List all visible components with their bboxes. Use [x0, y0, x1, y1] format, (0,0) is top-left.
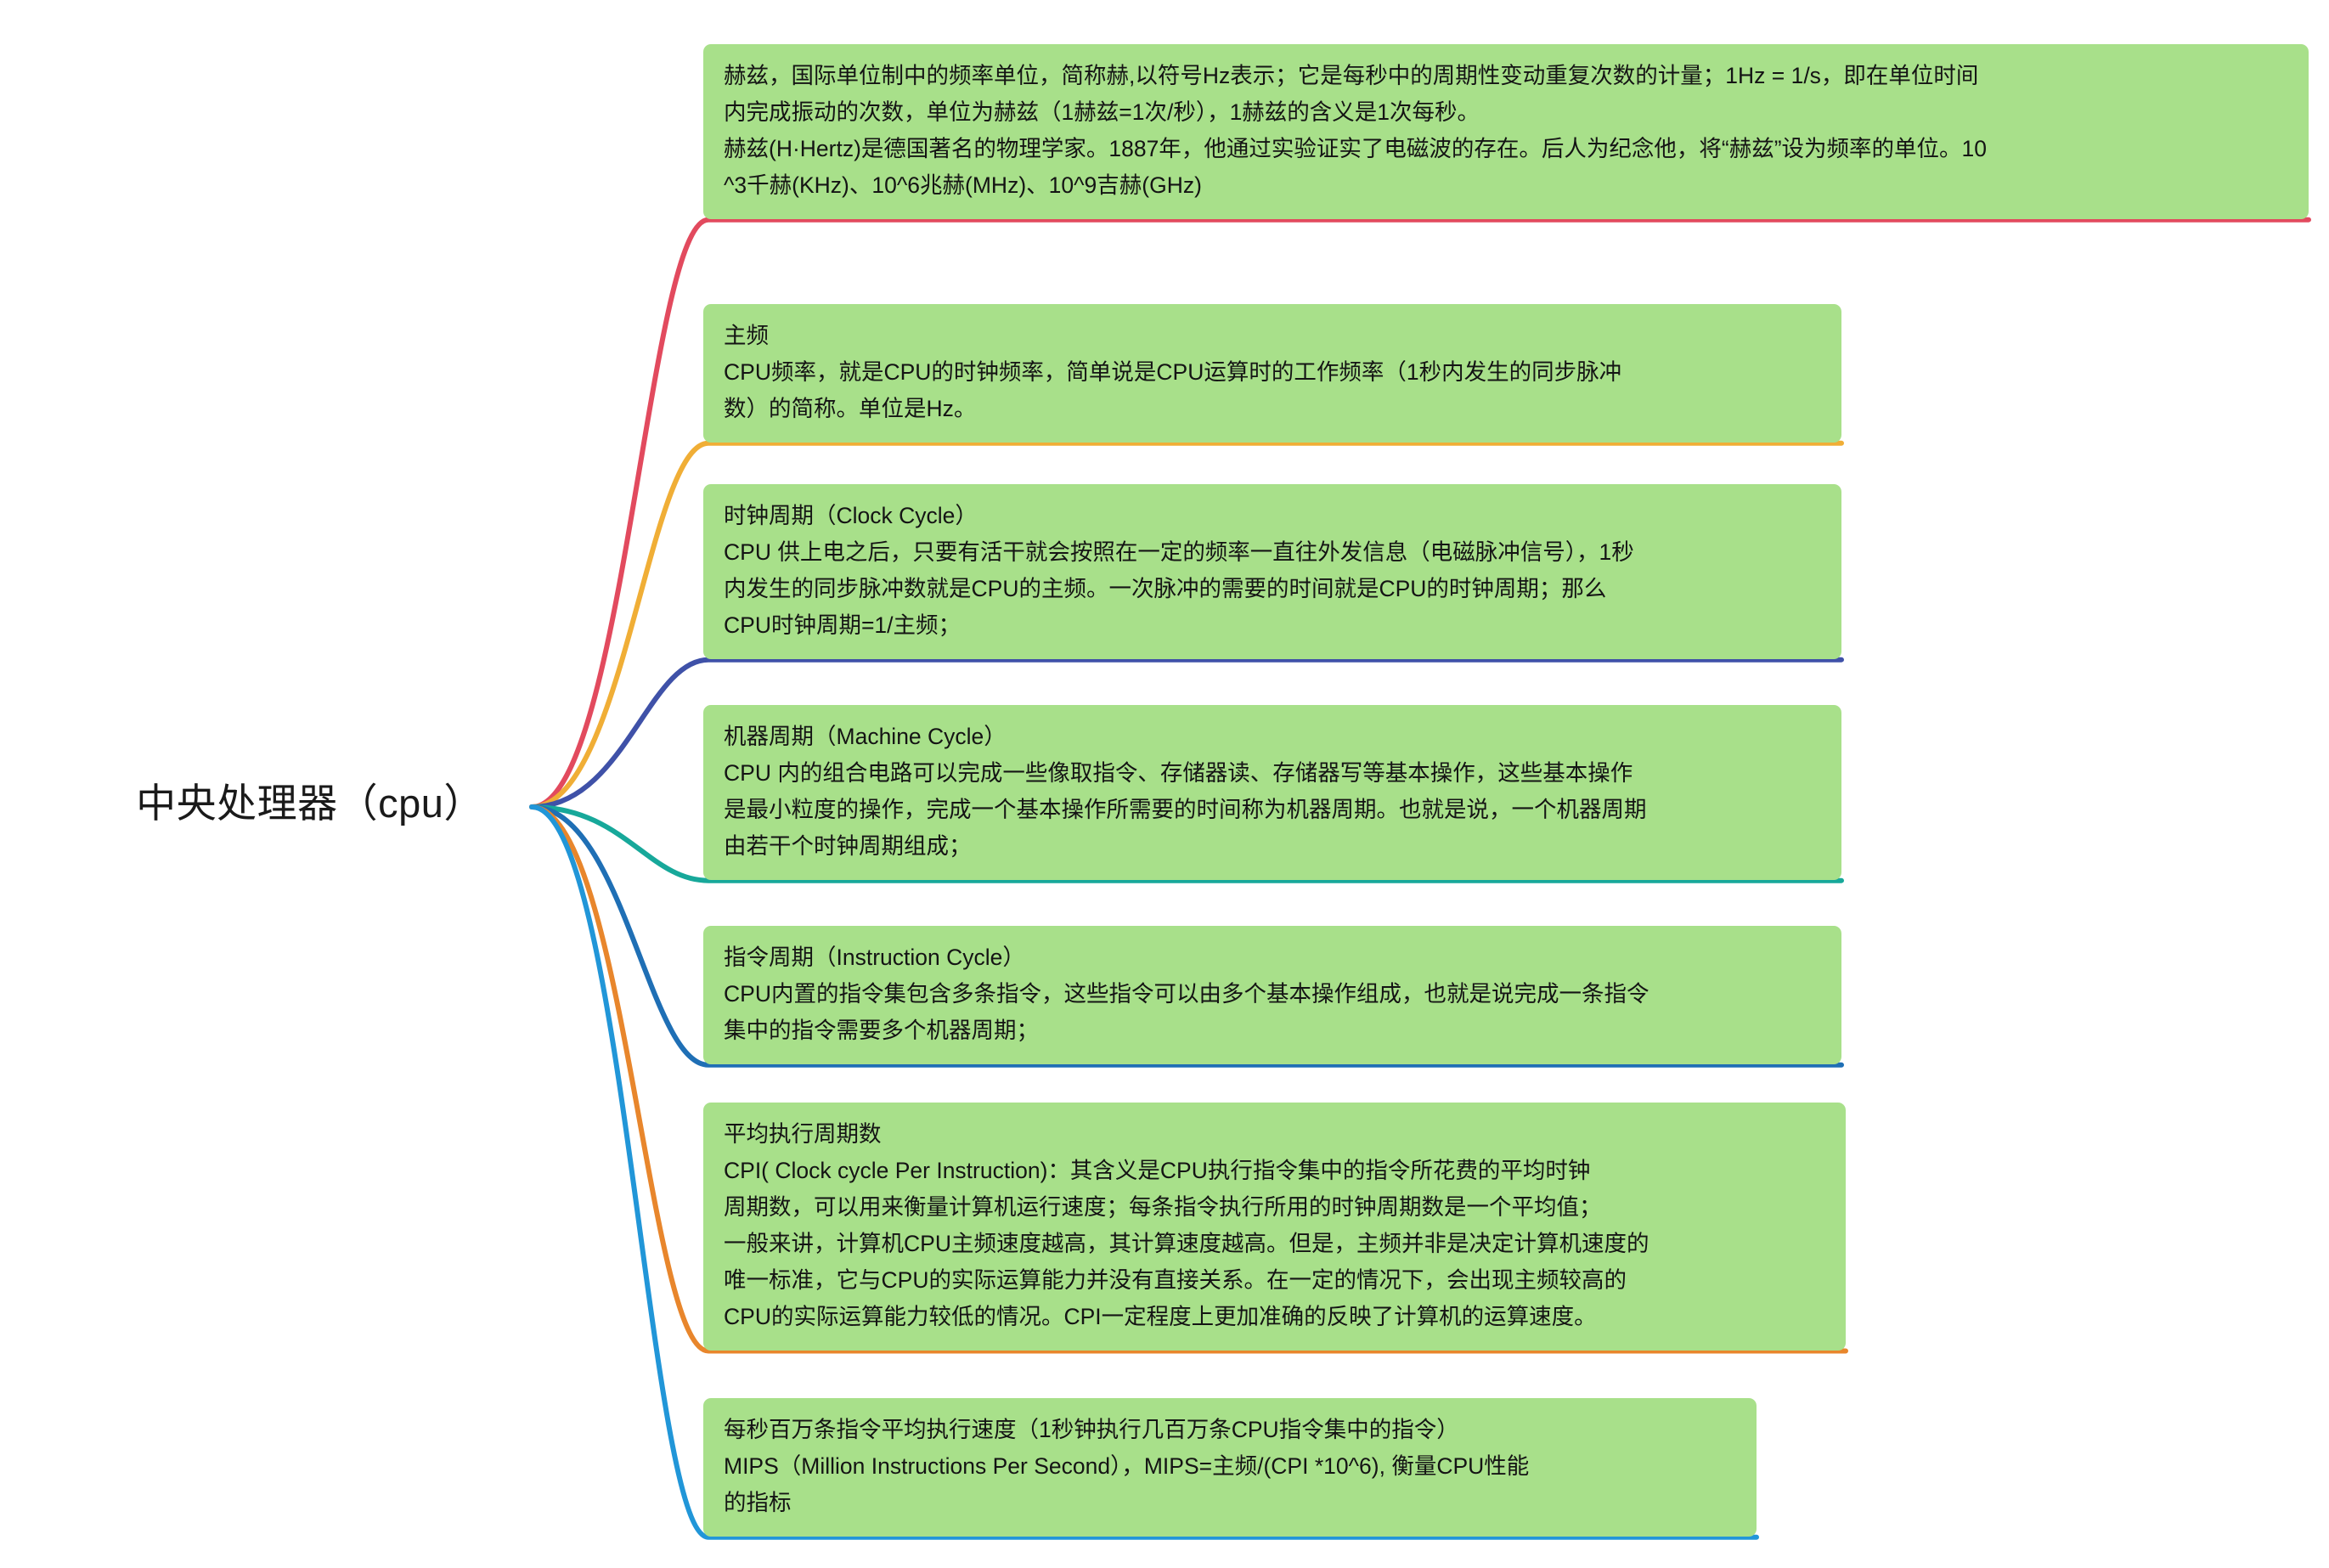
topic-node-cpi[interactable]: 平均执行周期数 CPI( Clock cycle Per Instruction…: [703, 1103, 1846, 1351]
topic-text: 机器周期（Machine Cycle） CPU 内的组合电路可以完成一些像取指令…: [724, 724, 1647, 859]
topic-node-instruction-cycle[interactable]: 指令周期（Instruction Cycle） CPU内置的指令集包含多条指令，…: [703, 926, 1841, 1064]
topic-node-machine-cycle[interactable]: 机器周期（Machine Cycle） CPU 内的组合电路可以完成一些像取指令…: [703, 705, 1841, 880]
topic-text: 主频 CPU频率，就是CPU的时钟频率，简单说是CPU运算时的工作频率（1秒内发…: [724, 323, 1622, 421]
root-node[interactable]: 中央处理器（cpu）: [136, 781, 484, 826]
topic-node-clock-cycle[interactable]: 时钟周期（Clock Cycle） CPU 供上电之后，只要有活干就会按照在一定…: [703, 484, 1841, 659]
topic-node-hertz[interactable]: 赫兹，国际单位制中的频率单位，简称赫,以符号Hz表示；它是每秒中的周期性变动重复…: [703, 44, 2309, 219]
topic-node-main-frequency[interactable]: 主频 CPU频率，就是CPU的时钟频率，简单说是CPU运算时的工作频率（1秒内发…: [703, 304, 1841, 443]
topic-text: 每秒百万条指令平均执行速度（1秒钟执行几百万条CPU指令集中的指令） MIPS（…: [724, 1417, 1530, 1515]
topic-text: 平均执行周期数 CPI( Clock cycle Per Instruction…: [724, 1121, 1649, 1329]
topic-node-mips[interactable]: 每秒百万条指令平均执行速度（1秒钟执行几百万条CPU指令集中的指令） MIPS（…: [703, 1398, 1757, 1537]
topic-text: 指令周期（Instruction Cycle） CPU内置的指令集包含多条指令，…: [724, 945, 1649, 1043]
topic-text: 赫兹，国际单位制中的频率单位，简称赫,以符号Hz表示；它是每秒中的周期性变动重复…: [724, 63, 1988, 198]
topic-text: 时钟周期（Clock Cycle） CPU 供上电之后，只要有活干就会按照在一定…: [724, 503, 1634, 638]
